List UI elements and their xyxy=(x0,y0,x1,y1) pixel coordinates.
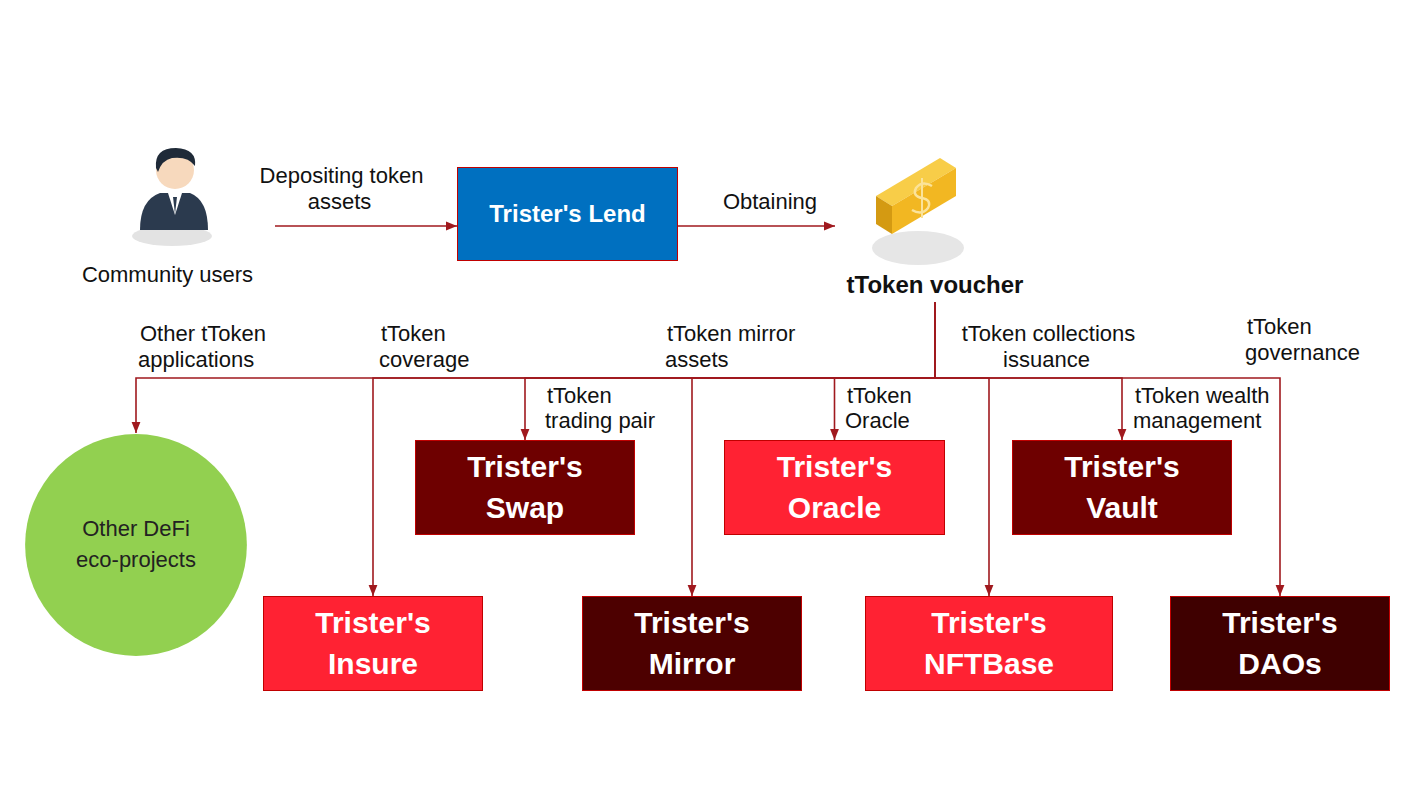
edge-label-box: tToken Oracle xyxy=(845,383,955,434)
ecosystem-circle: Other DeFi eco-projects xyxy=(24,433,248,657)
edge-label-box: Obtaining xyxy=(712,189,828,214)
module-box: Trister's Oracle xyxy=(724,440,945,535)
flow-arrow xyxy=(678,225,835,227)
edge-label-box: Other tToken applications xyxy=(138,321,273,372)
edge-label: tToken Oracle xyxy=(845,383,912,433)
edge-label: Depositing token assets xyxy=(258,163,424,213)
edge-label: Other tToken applications xyxy=(138,321,266,371)
module-box: Trister's NFTBase xyxy=(865,596,1113,691)
edge-label: tToken coverage xyxy=(379,321,472,371)
edge-label-box: tToken mirror assets xyxy=(665,321,800,372)
token-node: tToken voucher xyxy=(835,150,1035,302)
flow-arrow xyxy=(835,302,936,440)
coin-icon xyxy=(872,158,964,265)
module-box: Trister's Mirror xyxy=(582,596,802,691)
flow-arrow xyxy=(275,225,457,227)
edge-label-box: tToken trading pair xyxy=(545,383,670,434)
node-label: Trister's Swap xyxy=(445,447,605,528)
node-label: Trister's Oracle xyxy=(755,447,915,528)
circle-shape xyxy=(25,434,247,656)
node-label: Trister's NFTBase xyxy=(909,603,1069,684)
edge-label: tToken collections issuance xyxy=(960,321,1136,371)
node-label: Trister's DAOs xyxy=(1200,603,1360,684)
edge-label-box: Depositing token assets xyxy=(248,163,433,214)
edge-label: tToken mirror assets xyxy=(665,321,795,371)
circle-outline xyxy=(24,433,248,657)
user-node: Community users xyxy=(60,140,275,290)
person-icon xyxy=(132,148,212,246)
node-label: Trister's Mirror xyxy=(612,603,772,684)
flow-arrow xyxy=(525,302,935,440)
module-box: Trister's Vault xyxy=(1012,440,1232,535)
edge-label: tToken trading pair xyxy=(545,383,657,433)
edge-label-box: tToken governance xyxy=(1245,314,1395,365)
node-label: Trister's Lend xyxy=(489,198,645,230)
node-label: Other DeFi eco-projects xyxy=(66,514,206,576)
edge-label: tToken wealth management xyxy=(1133,383,1270,433)
edge-label-box: tToken collections issuance xyxy=(940,321,1155,372)
module-box: Trister's Insure xyxy=(263,596,483,691)
module-box: Trister's Swap xyxy=(415,440,635,535)
node-label: Trister's Insure xyxy=(293,603,453,684)
process-box: Trister's Lend xyxy=(457,167,678,261)
node-label: Trister's Vault xyxy=(1042,447,1202,528)
node-label: tToken voucher xyxy=(847,271,1024,300)
edge-label-box: tToken wealth management xyxy=(1133,383,1338,434)
edge-label-box: tToken coverage xyxy=(379,321,499,372)
edge-label: tToken governance xyxy=(1245,314,1362,364)
flow-arrow xyxy=(136,302,935,433)
module-box: Trister's DAOs xyxy=(1170,596,1390,691)
node-label: Community users xyxy=(82,262,253,288)
flow-arrow xyxy=(935,302,1280,596)
edge-label: Obtaining xyxy=(721,189,819,214)
